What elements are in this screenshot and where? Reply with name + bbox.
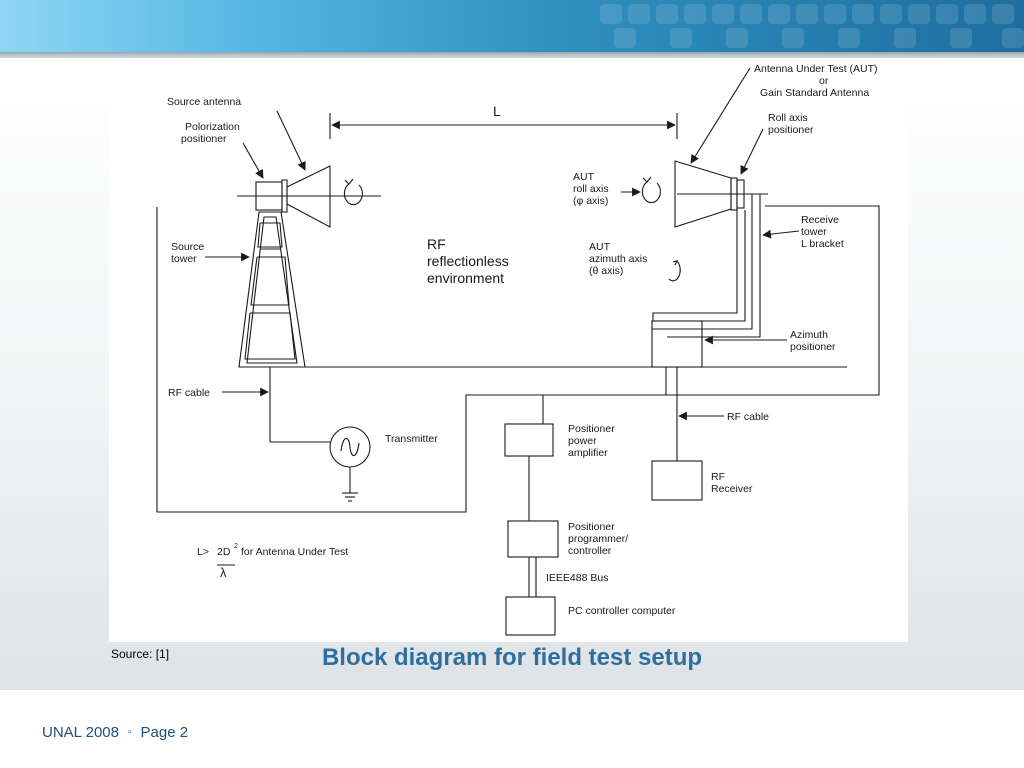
label-gain-standard-antenna: Gain Standard Antenna	[760, 87, 869, 99]
label-pc-controller: PC controller computer	[568, 605, 676, 617]
label-aut-roll: AUT	[573, 171, 595, 183]
formula-suffix: for Antenna Under Test	[241, 546, 348, 558]
positioner-power-amplifier-box	[504, 423, 554, 457]
banner-decoration	[628, 4, 650, 24]
label-receive-tower: Receive	[801, 214, 839, 226]
label-rf-environment-2: reflectionless	[427, 253, 509, 269]
label-aut-roll-axis: roll axis	[573, 183, 609, 195]
label-aut-azimuth-axis: azimuth axis	[589, 253, 647, 265]
source-note: Source: [1]	[111, 647, 170, 661]
banner-decoration	[768, 4, 790, 24]
source-rotation-icon	[343, 183, 363, 206]
roll-axis-collar	[736, 179, 745, 209]
source-tower	[238, 211, 306, 368]
pc-controller-box	[505, 596, 556, 636]
label-aut-or: or	[819, 75, 829, 87]
label-roll-axis-positioner-2: positioner	[768, 124, 814, 136]
banner-decoration	[852, 4, 874, 24]
label-positioner-controller: Positioner	[568, 521, 615, 533]
banner-decoration	[656, 4, 678, 24]
label-rf-receiver-2: Receiver	[711, 483, 753, 495]
label-roll-axis-positioner: Roll axis	[768, 112, 808, 124]
label-receive-tower-2: tower	[801, 226, 827, 238]
banner-decoration	[670, 28, 692, 48]
banner-decoration	[950, 28, 972, 48]
banner-decoration	[600, 4, 622, 24]
banner-decoration	[838, 28, 860, 48]
label-ieee488-bus: IEEE488 Bus	[546, 572, 608, 584]
outer-cable-loop	[156, 205, 880, 513]
slide-caption: Block diagram for field test setup	[321, 644, 703, 671]
banner-decoration	[740, 4, 762, 24]
label-receive-tower-3: L bracket	[801, 238, 844, 250]
header-banner	[0, 0, 1024, 52]
banner-decoration	[712, 4, 734, 24]
label-azimuth-positioner-2: positioner	[790, 341, 836, 353]
label-polarization-positioner-2: positioner	[181, 133, 227, 145]
label-positioner-power-amplifier-2: power	[568, 435, 597, 447]
source-antenna-horn	[286, 165, 331, 228]
banner-decoration	[908, 4, 930, 24]
rf-receiver-box	[651, 460, 703, 501]
label-positioner-power-amplifier: Positioner	[568, 423, 615, 435]
banner-decoration	[880, 4, 902, 24]
label-aut-phi-axis: (φ axis)	[573, 195, 608, 207]
footer: UNAL 2008 ▫ Page 2	[42, 724, 188, 741]
formula-denominator: λ	[220, 565, 227, 580]
banner-decoration	[614, 28, 636, 48]
label-aut: Antenna Under Test (AUT)	[754, 63, 878, 75]
aut-azimuth-rotation-icon	[668, 260, 681, 282]
label-source-tower: Source	[171, 241, 204, 253]
label-rf-receiver: RF	[711, 471, 725, 483]
label-transmitter: Transmitter	[385, 433, 438, 445]
banner-decoration	[726, 28, 748, 48]
label-source-tower-2: tower	[171, 253, 197, 265]
label-positioner-controller-3: controller	[568, 545, 612, 557]
footer-left: UNAL 2008	[42, 724, 119, 741]
label-aut-theta-axis: (θ axis)	[589, 265, 623, 277]
field-test-diagram: Source antenna Polorization positioner L…	[109, 59, 908, 642]
label-polarization-positioner: Polorization	[185, 121, 240, 133]
label-aut-azimuth: AUT	[589, 241, 611, 253]
label-source-antenna: Source antenna	[167, 96, 241, 108]
label-distance-L: L	[493, 103, 501, 119]
footer-page-number: Page 2	[140, 724, 189, 741]
formula-numerator: 2D	[217, 546, 231, 558]
aut-roll-rotation-icon	[641, 181, 661, 204]
azimuth-positioner	[651, 320, 703, 368]
positioner-controller-box	[507, 520, 559, 558]
banner-decoration	[964, 4, 986, 24]
banner-decoration	[824, 4, 846, 24]
banner-strip	[0, 52, 1024, 58]
label-positioner-controller-2: programmer/	[568, 533, 628, 545]
label-azimuth-positioner: Azimuth	[790, 329, 828, 341]
label-rf-cable-left: RF cable	[168, 387, 210, 399]
banner-decoration	[782, 28, 804, 48]
label-rf-environment: RF	[427, 236, 446, 252]
receive-tower-l-bracket	[652, 210, 746, 322]
label-rf-environment-3: environment	[427, 270, 504, 286]
formula-prefix: L>	[197, 546, 209, 558]
banner-decoration	[1002, 28, 1024, 48]
banner-decoration	[796, 4, 818, 24]
label-rf-cable-right: RF cable	[727, 411, 769, 423]
footer-separator: ▫	[128, 727, 132, 738]
banner-decoration	[684, 4, 706, 24]
banner-decoration	[936, 4, 958, 24]
formula-exponent: 2	[234, 543, 238, 550]
source-tower-inner	[246, 216, 298, 364]
banner-decoration	[992, 4, 1014, 24]
banner-decoration	[894, 28, 916, 48]
label-positioner-power-amplifier-3: amplifier	[568, 447, 608, 459]
